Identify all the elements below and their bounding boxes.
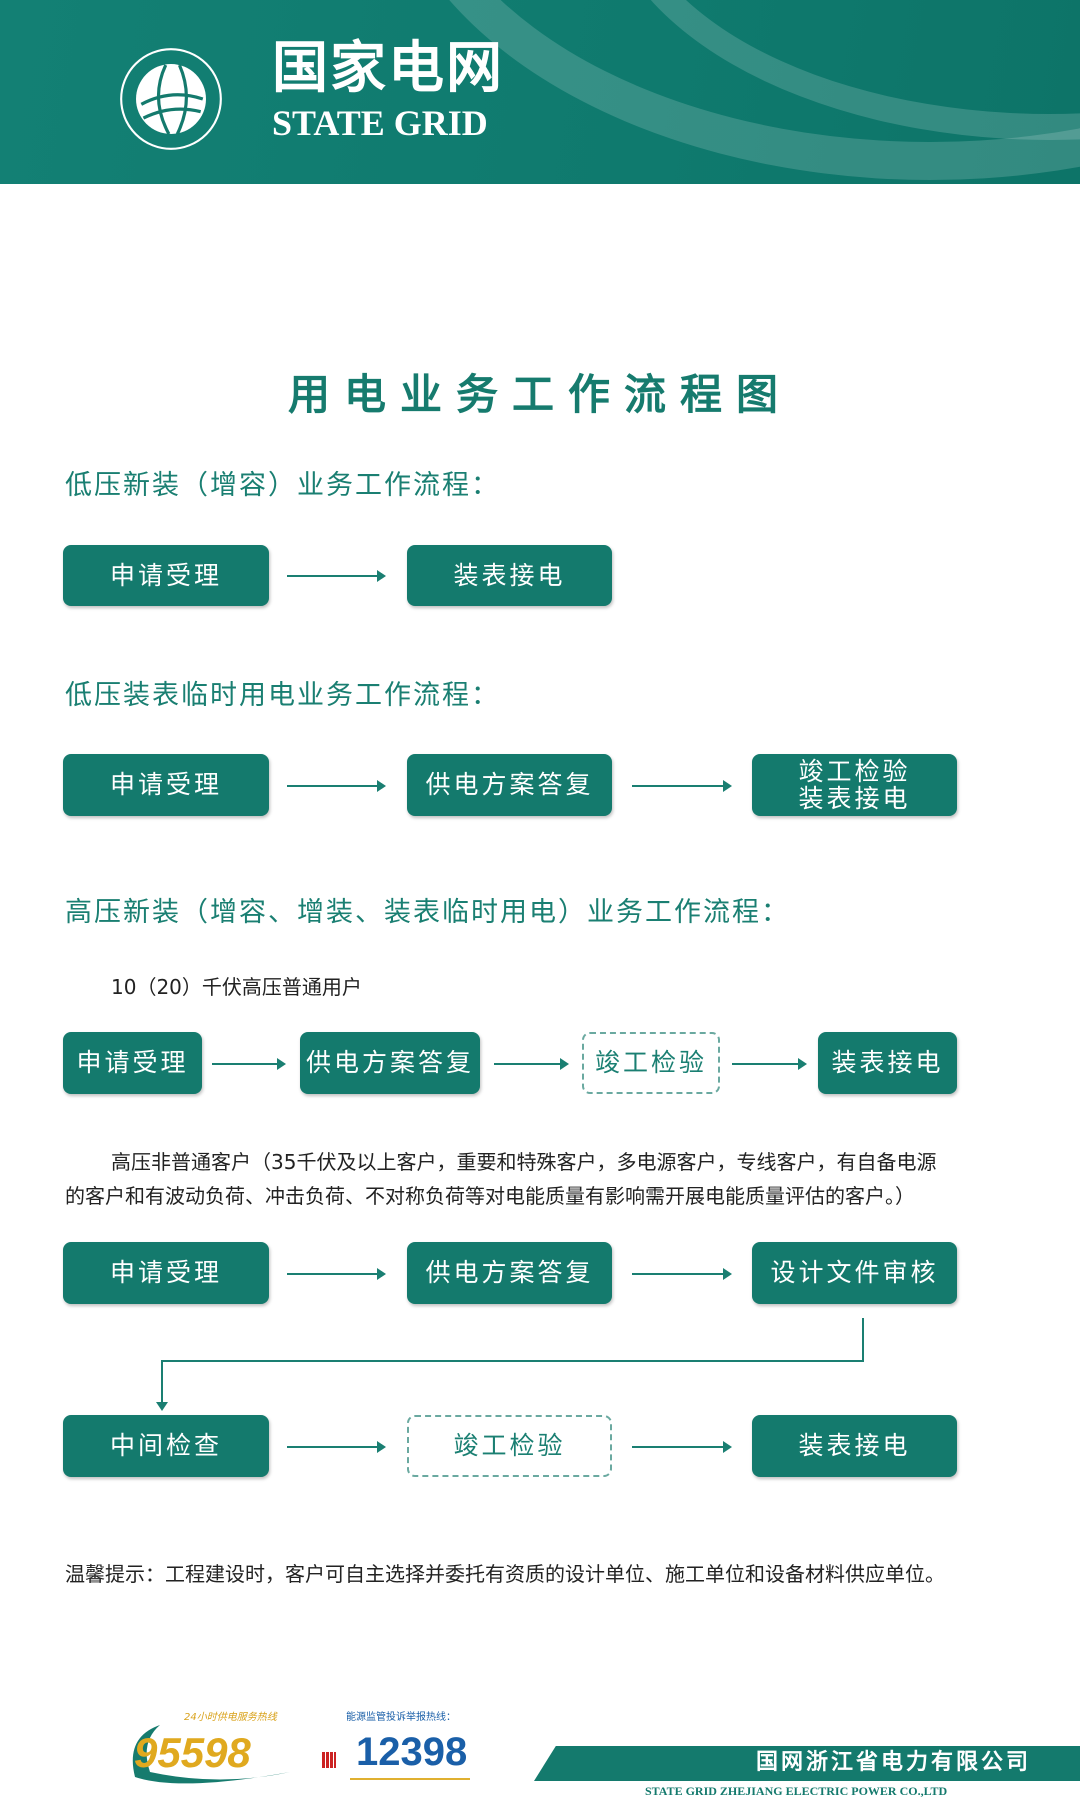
step-completion-check: 竣工检验 <box>407 1415 612 1477</box>
step-completion-install: 竣工检验 装表接电 <box>752 754 957 816</box>
arrow-icon <box>287 1268 386 1280</box>
page-title: 用电业务工作流程图 <box>287 370 792 419</box>
header-banner: 国家电网 STATE GRID <box>0 0 1080 184</box>
company-name-en: STATE GRID ZHEJIANG ELECTRIC POWER CO.,L… <box>645 1784 948 1798</box>
step-completion-check: 竣工检验 <box>582 1032 720 1094</box>
step-install-meter: 装表接电 <box>818 1032 957 1094</box>
step-install-meter: 装表接电 <box>752 1415 957 1477</box>
arrow-icon <box>287 780 386 792</box>
arrow-icon <box>632 780 732 792</box>
arrow-icon <box>732 1058 807 1070</box>
company-name-cn: 国网浙江省电力有限公司 <box>756 1750 1032 1775</box>
tip-text: 温馨提示：工程建设时，客户可自主选择并委托有资质的设计单位、施工单位和设备材料供… <box>65 1562 945 1586</box>
step-apply: 申请受理 <box>63 545 269 606</box>
step-completion-check: 竣工检验 <box>798 756 911 786</box>
logo-english-text: STATE GRID <box>272 103 488 143</box>
hotline-12398-logo: 能源监管投诉举报热线： 12398 <box>320 1712 500 1792</box>
step-install-meter: 装表接电 <box>407 545 612 606</box>
section-heading-high-voltage: 高压新装（增容、增装、装表临时用电）业务工作流程： <box>65 897 790 928</box>
hotline1-number: 95598 <box>134 1729 251 1776</box>
step-install-meter: 装表接电 <box>798 784 911 813</box>
connector-line <box>161 1360 163 1404</box>
sub-heading-10kv: 10（20）千伏高压普通用户 <box>111 975 362 999</box>
arrow-icon <box>287 570 386 582</box>
plug-icon <box>322 1752 336 1768</box>
step-design-review: 设计文件审核 <box>752 1242 957 1304</box>
arrow-icon <box>632 1441 732 1453</box>
arrow-icon <box>212 1058 286 1070</box>
sub-heading-non-standard-line1: 高压非普通客户（35千伏及以上客户，重要和特殊客户，多电源客户，专线客户，有自备… <box>111 1150 937 1174</box>
arrow-icon <box>632 1268 732 1280</box>
step-supply-plan-reply: 供电方案答复 <box>407 1242 612 1304</box>
state-grid-logo-icon <box>120 48 222 150</box>
arrow-icon <box>494 1058 569 1070</box>
section-heading-low-voltage-temp: 低压装表临时用电业务工作流程： <box>65 680 500 711</box>
step-apply: 申请受理 <box>63 1032 202 1094</box>
step-supply-plan-reply: 供电方案答复 <box>407 754 612 816</box>
section-heading-low-voltage-new: 低压新装（增容）业务工作流程： <box>65 470 500 501</box>
step-apply: 申请受理 <box>63 754 269 816</box>
arrow-icon <box>287 1441 386 1453</box>
logo-chinese-text: 国家电网 <box>272 36 504 101</box>
hotline2-number: 12398 <box>356 1730 468 1774</box>
swoosh-icon <box>132 1725 290 1784</box>
sub-heading-non-standard-line2: 的客户和有波动负荷、冲击负荷、不对称负荷等对电能质量有影响需开展电能质量评估的客… <box>65 1184 915 1208</box>
step-intermediate-check: 中间检查 <box>63 1415 269 1477</box>
company-band <box>534 1746 1080 1781</box>
step-supply-plan-reply: 供电方案答复 <box>300 1032 480 1094</box>
underline <box>350 1778 470 1780</box>
connector-line <box>161 1360 864 1362</box>
step-apply: 申请受理 <box>63 1242 269 1304</box>
arrow-down-icon <box>156 1402 168 1411</box>
hotline1-caption: 24小时供电服务热线 <box>184 1712 277 1723</box>
hotline2-caption: 能源监管投诉举报热线： <box>346 1712 456 1723</box>
hotline-95598-logo: 24小时供电服务热线 95598 <box>120 1712 300 1792</box>
connector-line <box>862 1318 864 1362</box>
